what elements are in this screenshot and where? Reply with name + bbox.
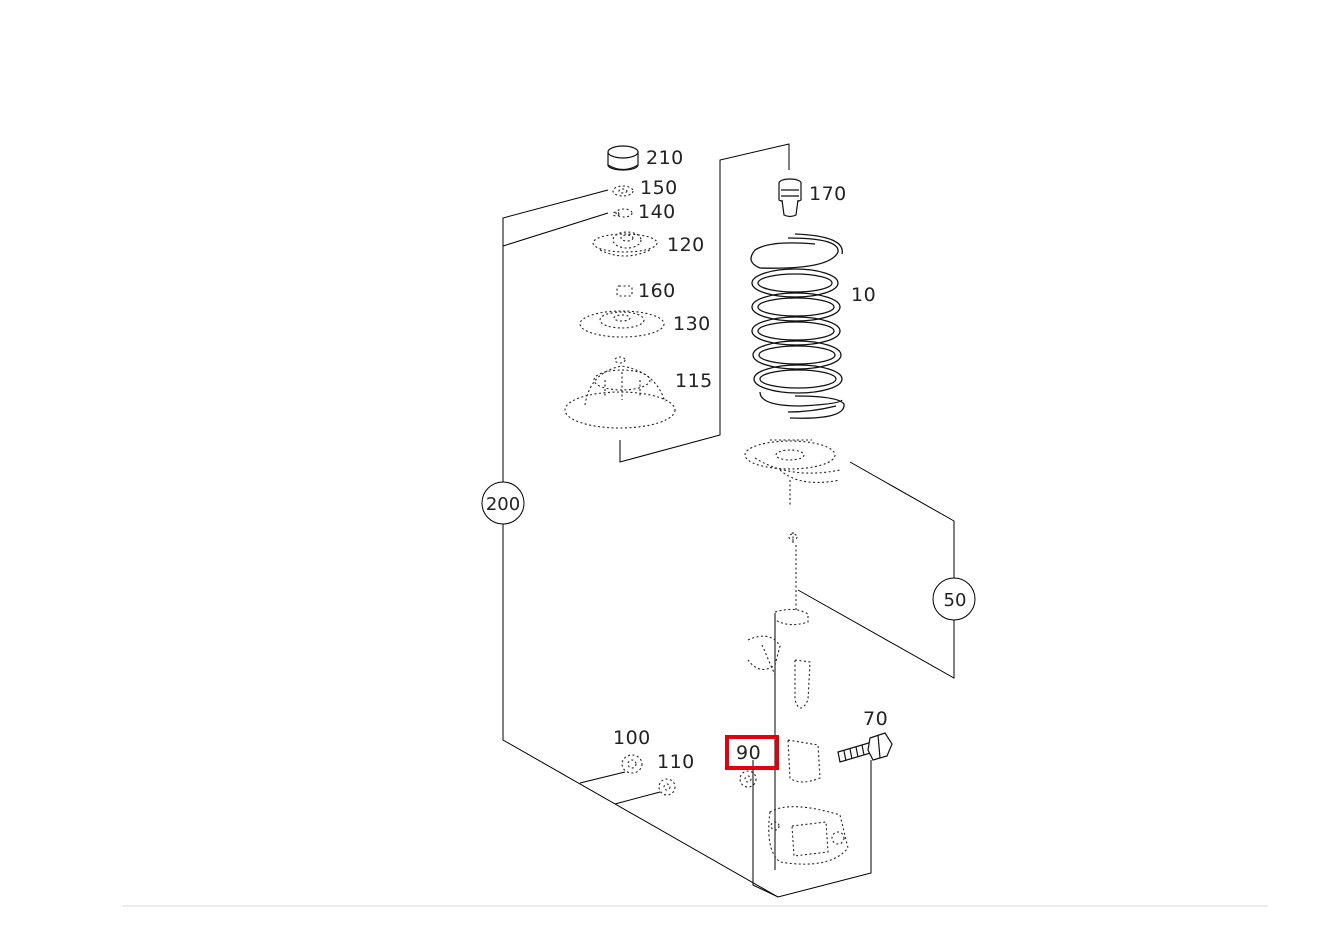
part-160-bushing[interactable] (616, 285, 633, 297)
part-90-nut[interactable] (739, 770, 757, 788)
part-150-washer[interactable] (612, 185, 634, 197)
leader-lines (502, 143, 955, 898)
part-210-cap[interactable] (607, 145, 639, 171)
part-140-nut[interactable] (612, 208, 633, 218)
assembly-200-bubble[interactable]: 200 (481, 481, 525, 525)
part-170-bump-stop[interactable] (778, 178, 802, 218)
callout-170[interactable]: 170 (809, 183, 847, 205)
callout-110[interactable]: 110 (657, 751, 695, 773)
callout-100[interactable]: 100 (613, 727, 651, 749)
assembly-50-bubble[interactable]: 50 (932, 577, 976, 621)
assembly-50-label: 50 (944, 590, 967, 611)
part-110-nut[interactable] (658, 778, 676, 796)
selected-callout-highlight (725, 735, 779, 770)
part-10-coil-spring[interactable] (750, 233, 845, 419)
callout-10[interactable]: 10 (851, 284, 876, 306)
callout-115[interactable]: 115 (675, 370, 713, 392)
part-70-bolt[interactable] (837, 732, 893, 763)
part-120-mount-plate[interactable] (592, 231, 658, 257)
callout-150[interactable]: 150 (640, 177, 678, 199)
callout-140[interactable]: 140 (638, 201, 676, 223)
callout-210[interactable]: 210 (646, 147, 684, 169)
part-130-bearing[interactable] (579, 310, 665, 338)
part-spring-seat[interactable] (744, 439, 841, 505)
part-115-strut-mount[interactable] (564, 356, 676, 429)
callout-130[interactable]: 130 (673, 313, 711, 335)
callout-120[interactable]: 120 (667, 234, 705, 256)
part-shock-absorber[interactable] (747, 532, 849, 865)
callout-labels: 210 150 140 120 160 130 115 170 10 70 10… (613, 147, 888, 773)
callout-90[interactable]: 90 (736, 742, 761, 764)
assembly-200-label: 200 (486, 494, 520, 515)
callout-160[interactable]: 160 (638, 280, 676, 302)
part-100-washer[interactable] (621, 754, 643, 774)
callout-70[interactable]: 70 (863, 708, 888, 730)
